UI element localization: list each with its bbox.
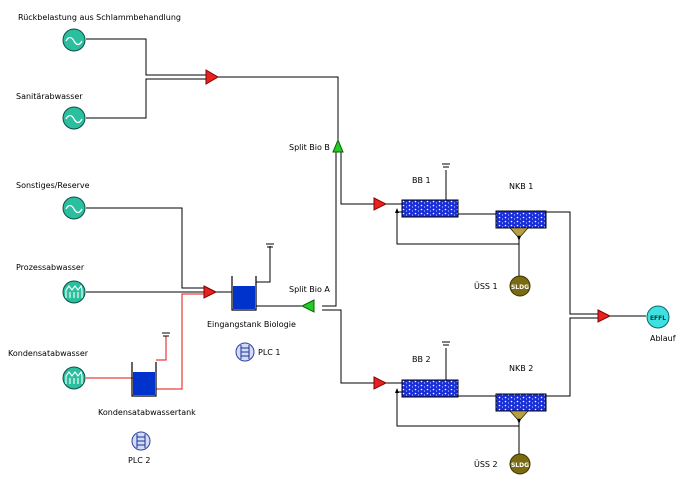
- influent-rueckbelastung[interactable]: [62, 28, 86, 52]
- factory-icon: [65, 370, 83, 384]
- eingangstank[interactable]: [231, 276, 257, 311]
- pipe-sonstiges: [86, 207, 204, 289]
- vent-cap-bb2: [442, 341, 450, 346]
- clarifier-nkb2[interactable]: [495, 393, 547, 420]
- label-sonstiges: Sonstiges/Reserve: [16, 181, 90, 190]
- split-bio-b[interactable]: [332, 138, 344, 153]
- vent-cap-eingang: [266, 243, 274, 248]
- vent-cap-kondensat: [162, 332, 170, 337]
- label-split-bio-b: Split Bio B: [289, 143, 330, 152]
- pipe-sanitaer: [86, 78, 208, 119]
- label-kondensatabwassertank: Kondensatabwassertank: [98, 408, 196, 417]
- label-nkb2: NKB 2: [509, 364, 534, 373]
- pipe-nkb2-out: [546, 317, 598, 397]
- arrow-up-icon: [517, 419, 521, 424]
- vent-kondensat: [156, 336, 167, 361]
- return-arrows: [395, 208, 521, 424]
- pipe-rueckbelastung: [86, 38, 208, 76]
- pipe-nkb1-out: [546, 211, 598, 315]
- pipe-split-b-bb1: [340, 152, 374, 205]
- ladder-icon: [136, 434, 146, 448]
- mixer-bio-a[interactable]: [203, 285, 218, 299]
- label-ablauf: Ablauf: [650, 334, 676, 343]
- plc-1[interactable]: [235, 342, 255, 362]
- label-uess1: ÜSS 1: [474, 282, 498, 291]
- label-uess2: ÜSS 2: [474, 460, 498, 469]
- factory-icon: [65, 284, 83, 298]
- label-eingangstank: Eingangstank Biologie: [207, 320, 296, 329]
- influent-sanitaer[interactable]: [62, 106, 86, 130]
- label-bb2: BB 2: [412, 355, 431, 364]
- plc-2[interactable]: [131, 431, 151, 451]
- mixer-bb2[interactable]: [373, 376, 388, 390]
- mixer-effluent[interactable]: [597, 309, 612, 323]
- basin-bb1[interactable]: [401, 199, 459, 218]
- wave-icon: [65, 36, 83, 46]
- influent-sonstiges[interactable]: [62, 196, 86, 220]
- label-plc-1: PLC 1: [258, 348, 281, 357]
- kondensatabwassertank[interactable]: [131, 362, 157, 397]
- sludge-icon-text: SLDG: [511, 462, 529, 469]
- sludge-icon-text: SLDG: [511, 284, 529, 291]
- pipe-split-a-bb2: [322, 309, 374, 384]
- mixer-top[interactable]: [205, 69, 219, 85]
- label-plc-2: PLC 2: [128, 456, 151, 465]
- label-prozess: Prozessabwasser: [16, 263, 85, 272]
- arrow-up-icon: [395, 388, 399, 393]
- ladder-icon: [240, 345, 250, 359]
- label-sanitaer: Sanitärabwasser: [16, 92, 83, 101]
- label-kondensat: Kondensatabwasser: [8, 349, 89, 358]
- influent-prozess[interactable]: [62, 280, 86, 304]
- pipe-split-a-up: [322, 152, 337, 307]
- mixer-bb1[interactable]: [373, 197, 388, 211]
- influent-kondensat[interactable]: [62, 366, 86, 390]
- sludge-uess1[interactable]: SLDG: [509, 275, 531, 297]
- pipes: [86, 38, 646, 454]
- arrow-up-icon: [395, 208, 399, 213]
- label-split-bio-a: Split Bio A: [289, 285, 330, 294]
- label-nkb1: NKB 1: [509, 182, 534, 191]
- basin-bb2[interactable]: [401, 379, 459, 398]
- sludge-uess2[interactable]: SLDG: [509, 453, 531, 475]
- vent-caps: [162, 163, 450, 346]
- pipe-kondensat-tank-out: [156, 293, 204, 390]
- wave-icon: [65, 204, 83, 214]
- vent-eingangstank: [256, 246, 271, 283]
- vent-cap-bb1: [442, 163, 450, 168]
- pipe-to-split-b: [218, 76, 339, 140]
- clarifier-nkb1[interactable]: [495, 210, 547, 237]
- effluent-node[interactable]: EFFL: [646, 305, 670, 329]
- wave-icon: [65, 114, 83, 124]
- label-rueckbelastung: Rückbelastung aus Schlammbehandlung: [18, 13, 181, 22]
- effluent-icon-text: EFFL: [650, 315, 666, 322]
- split-bio-a[interactable]: [300, 299, 315, 313]
- arrow-up-icon: [517, 236, 521, 241]
- label-bb1: BB 1: [412, 176, 431, 185]
